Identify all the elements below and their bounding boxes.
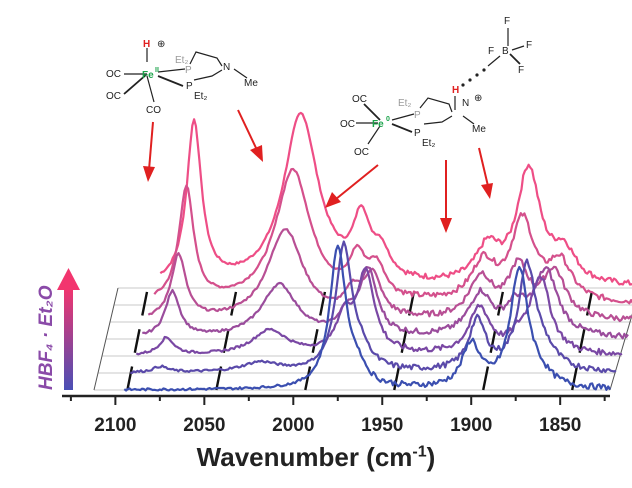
- arrow-protonated-peak-2: [478, 147, 493, 199]
- mol1-h-atom: H: [143, 39, 150, 50]
- mol1-metal: Fe: [142, 70, 154, 81]
- mol2-p-top-ethyl: Et₂: [398, 98, 411, 109]
- mol1-charge: ⊕: [157, 39, 165, 50]
- reagent-arrow: HBF₄ · Et₂O: [36, 268, 80, 390]
- mol2-fluorine-1: F: [504, 16, 510, 27]
- arrow-fe0-peak: [325, 164, 379, 208]
- mol1-ligand-1: OC: [106, 69, 121, 80]
- frame-edge-left: [93, 287, 119, 391]
- mol1-methyl: Me: [244, 78, 258, 89]
- reagent-arrow-head: [57, 268, 80, 290]
- mol2-ox-state: 0: [386, 116, 390, 123]
- mol1-ligand-2: OC: [106, 91, 121, 102]
- annotation-arrows: [143, 109, 493, 233]
- spectrum-trace-7: [159, 111, 632, 286]
- reagent-arrow-shaft: [64, 288, 73, 390]
- reagent-label: HBF₄ · Et₂O: [36, 285, 57, 390]
- baseline-grid: [93, 287, 632, 391]
- mol1-p-bottom: P: [186, 81, 193, 92]
- mol2-boron: B: [502, 46, 509, 57]
- x-tick-label-1950: 1950: [361, 415, 403, 436]
- frame-edge-right: [609, 313, 632, 391]
- arrow-fe2-peak-2: [237, 109, 263, 162]
- mol2-charge: ⊕: [474, 93, 482, 104]
- mol1-ligand-3: CO: [146, 105, 161, 116]
- mol1-p-top-ethyl: Et₂: [175, 55, 188, 66]
- spectrum-trace-2: [130, 240, 617, 374]
- mol2-n-atom: N: [462, 98, 469, 109]
- mol2-fluorine-2: F: [526, 40, 532, 51]
- x-tick-label-1900: 1900: [450, 415, 492, 436]
- tick-guide-4: [393, 289, 416, 391]
- molecule-fe2-hydride: H ⊕ Fe II OC OC CO Et₂ P P Et₂ N Me: [106, 39, 258, 116]
- spectrum-trace-4: [142, 266, 629, 340]
- spectrum-trace-1: [123, 244, 611, 392]
- x-tick-label-1850: 1850: [539, 415, 581, 436]
- mol1-ox-state: II: [155, 67, 159, 74]
- mol2-p-top: P: [414, 110, 421, 121]
- tick-guide-6: [571, 289, 594, 391]
- mol2-metal: Fe: [372, 119, 384, 130]
- spectra-traces: [123, 111, 632, 392]
- mol1-n-atom: N: [223, 62, 230, 73]
- mol2-ligand-1: OC: [352, 94, 367, 105]
- mol2-p-bottom-ethyl: Et₂: [422, 138, 435, 149]
- x-tick-label-2050: 2050: [183, 415, 225, 436]
- x-tick-label-2100: 2100: [94, 415, 136, 436]
- mol2-fluorine-3: F: [518, 65, 524, 76]
- mol2-methyl: Me: [472, 124, 486, 135]
- mol2-ligand-2: OC: [340, 119, 355, 130]
- mol2-h-atom: H: [452, 85, 459, 96]
- spectrum-trace-5: [147, 228, 632, 323]
- arrow-fe2-peak-1: [143, 121, 155, 182]
- mol2-fluorine-4: F: [488, 46, 494, 57]
- arrow-protonated-peak-1: [440, 160, 452, 233]
- spectrum-trace-3: [135, 266, 623, 356]
- tick-guide-3: [304, 289, 327, 391]
- x-axis-title: Wavenumber (cm-1): [196, 442, 436, 472]
- molecule-fe0-protonated: H N ⊕ Fe 0 OC OC OC Et₂ P P Et₂ Me B F F…: [340, 16, 532, 158]
- x-axis: 2100 2050 2000 1950 1900 1850: [62, 394, 610, 436]
- x-tick-label-2000: 2000: [272, 415, 314, 436]
- mol1-p-bottom-ethyl: Et₂: [194, 91, 207, 102]
- mol2-ligand-3: OC: [354, 147, 369, 158]
- spectrum-trace-6: [153, 167, 632, 305]
- mol1-p-top: P: [185, 65, 192, 76]
- mol2-p-bottom: P: [414, 128, 421, 139]
